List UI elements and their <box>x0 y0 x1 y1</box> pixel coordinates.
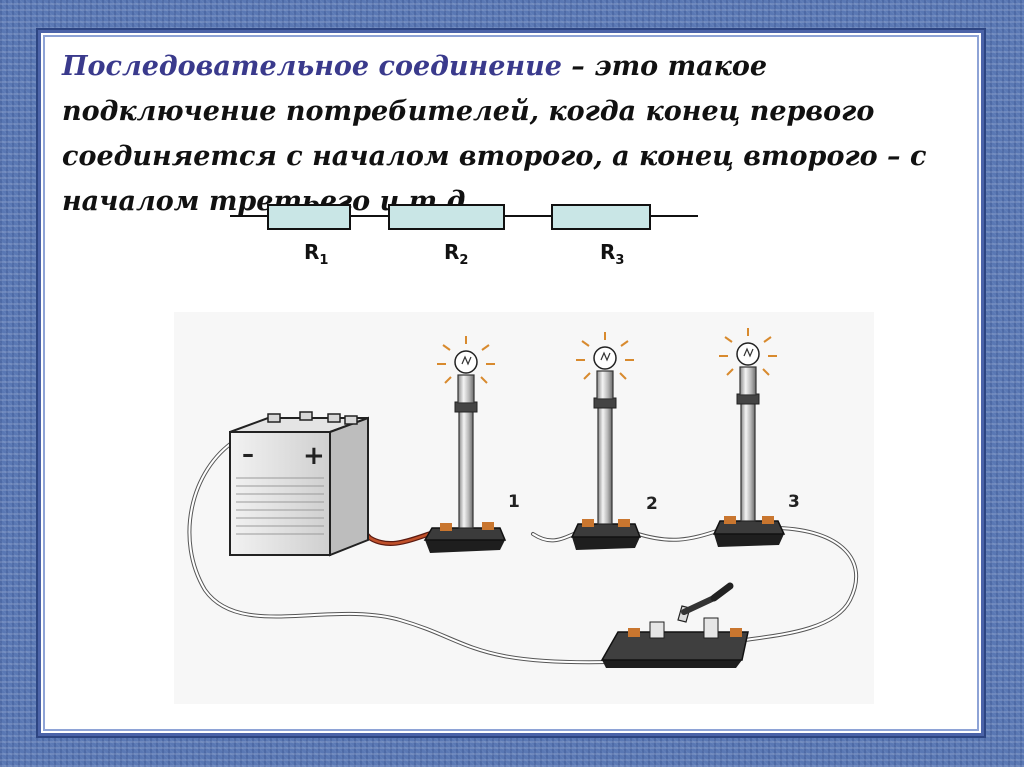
battery-plus-label: + <box>303 441 325 471</box>
definition-text: Последовательное соединение – это такое … <box>62 44 962 224</box>
lamp-2-number: 2 <box>646 494 658 514</box>
resistor-r3 <box>551 204 651 230</box>
definition-body: – это такое подключение потребителей, ко… <box>62 51 927 217</box>
battery-icon <box>229 411 369 557</box>
label-r3: R3 <box>600 240 625 268</box>
label-r2: R2 <box>444 240 469 268</box>
definition-term: Последовательное соединение <box>62 51 562 82</box>
label-r1: R1 <box>304 240 329 268</box>
lamp-3-number: 3 <box>788 492 800 512</box>
lamp-1-number: 1 <box>508 492 520 512</box>
knife-switch-icon <box>600 582 749 668</box>
lamp-3-icon <box>712 328 786 547</box>
battery-minus-label: – <box>242 440 254 468</box>
lamp-2-icon <box>570 332 642 550</box>
resistor-r2 <box>388 204 505 230</box>
resistor-r1 <box>267 204 351 230</box>
lamp-1-icon <box>423 336 507 553</box>
